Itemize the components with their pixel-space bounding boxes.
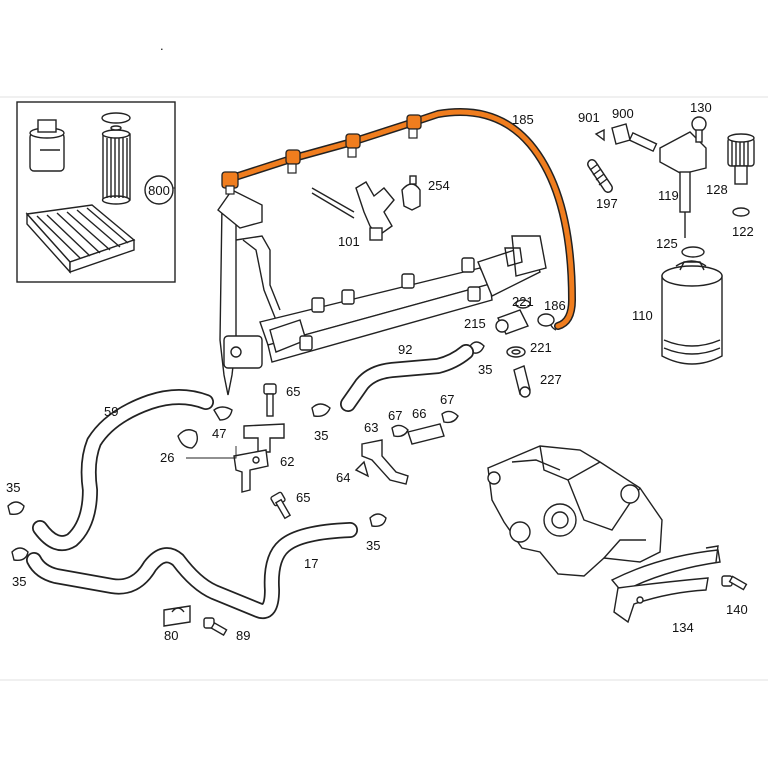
callout-128[interactable]: 128 (706, 182, 728, 197)
clamp-35-middle[interactable] (311, 403, 331, 418)
callout-215[interactable]: 215 (464, 316, 486, 331)
callout-221-lower[interactable]: 221 (530, 340, 552, 355)
callout-110[interactable]: 110 (632, 308, 653, 323)
inset-filter-element (101, 112, 131, 205)
callout-64[interactable]: 64 (336, 470, 350, 485)
clamp-35-bottom-mid[interactable] (369, 513, 387, 528)
fuel-return-line-185[interactable] (221, 108, 576, 331)
callout-26[interactable]: 26 (160, 450, 174, 465)
callout-89[interactable]: 89 (236, 628, 250, 643)
callout-17[interactable]: 17 (304, 556, 318, 571)
hose-59[interactable] (32, 389, 214, 551)
clip-64[interactable] (354, 460, 370, 478)
callout-185[interactable]: 185 (512, 112, 534, 127)
inset-fuel-filter-small (29, 119, 65, 172)
seal-ring-125[interactable] (681, 246, 705, 258)
washer-221-lower[interactable] (506, 346, 526, 358)
cap-128[interactable] (727, 133, 755, 185)
bolt-89[interactable] (203, 617, 228, 637)
callout-62[interactable]: 62 (280, 454, 294, 469)
bracket-62[interactable] (233, 449, 269, 493)
group-label-circle (144, 175, 174, 205)
holder-80[interactable] (163, 605, 191, 627)
sensor-assembly-119[interactable] (628, 131, 707, 238)
bracket-63[interactable] (361, 439, 409, 485)
callout-63[interactable]: 63 (364, 420, 378, 435)
clamp-47-small[interactable] (213, 406, 233, 421)
filter-kit-inset[interactable]: 800 (16, 101, 176, 283)
hose-197[interactable] (587, 159, 613, 193)
injector[interactable] (217, 189, 281, 396)
t-piece-47[interactable] (243, 423, 285, 453)
callout-labels: 185 901 900 130 254 197 119 128 101 125 … (6, 100, 754, 643)
callout-35-a[interactable]: 35 (478, 362, 492, 377)
callout-80[interactable]: 80 (164, 628, 178, 643)
line-holder-101[interactable] (311, 181, 395, 241)
engine-housing[interactable] (487, 445, 663, 577)
callout-227[interactable]: 227 (540, 372, 562, 387)
callout-125[interactable]: 125 (656, 236, 678, 251)
strap-134[interactable] (610, 545, 721, 624)
hose-66[interactable] (407, 423, 445, 445)
connector-900[interactable] (611, 123, 631, 145)
callout-35-d[interactable]: 35 (366, 538, 380, 553)
bolt-140[interactable] (721, 575, 748, 591)
callout-900[interactable]: 900 (612, 106, 634, 121)
callout-92[interactable]: 92 (398, 342, 412, 357)
clip-254[interactable] (401, 175, 421, 211)
washer-221-upper[interactable] (515, 299, 531, 309)
callout-101[interactable]: 101 (338, 234, 360, 249)
callout-221-upper[interactable]: 221 (512, 294, 534, 309)
callout-254[interactable]: 254 (428, 178, 450, 193)
callout-65-lower[interactable]: 65 (296, 490, 310, 505)
hose-92[interactable] (340, 344, 474, 412)
callout-197[interactable]: 197 (596, 196, 618, 211)
callout-140[interactable]: 140 (726, 602, 748, 617)
clamp-26[interactable] (177, 429, 199, 449)
clamp-35-left-lower[interactable] (11, 547, 29, 562)
rail-outlets (299, 257, 481, 351)
clamp-35-left-upper[interactable] (7, 501, 25, 516)
callout-65-upper[interactable]: 65 (286, 384, 300, 399)
return-line-connectors (221, 114, 557, 331)
callout-134[interactable]: 134 (672, 620, 694, 635)
callout-66[interactable]: 66 (412, 406, 426, 421)
hose-17[interactable] (26, 522, 358, 619)
callout-130[interactable]: 130 (690, 100, 712, 115)
callout-35-c[interactable]: 35 (6, 480, 20, 495)
seal-901[interactable] (594, 128, 605, 142)
clamp-67-right[interactable] (441, 410, 459, 424)
callout-59[interactable]: 59 (104, 404, 118, 419)
screw-130[interactable] (691, 116, 707, 143)
callout-67-right[interactable]: 67 (440, 392, 454, 407)
callout-122[interactable]: 122 (732, 224, 754, 239)
group-label-800: 800 (148, 183, 170, 198)
leader-26-47 (186, 446, 237, 459)
inset-air-filter (25, 204, 136, 274)
clamp-67-left[interactable] (391, 424, 409, 438)
banjo-bolt-215[interactable] (495, 309, 529, 335)
top-mark: . (160, 38, 164, 53)
callout-901[interactable]: 901 (578, 110, 600, 125)
callout-47[interactable]: 47 (212, 426, 226, 441)
seal-ring-122[interactable] (732, 207, 750, 217)
callout-119[interactable]: 119 (658, 188, 679, 203)
callout-35-b[interactable]: 35 (314, 428, 328, 443)
fuel-filter-110[interactable] (661, 260, 723, 365)
bolt-65-lower[interactable] (270, 491, 292, 520)
fuel-rail[interactable] (259, 235, 547, 363)
fitting-227[interactable] (513, 365, 531, 398)
callout-186[interactable]: 186 (544, 298, 566, 313)
bolt-65-upper[interactable] (263, 383, 277, 417)
hose-clamp-186[interactable] (537, 313, 555, 327)
callout-67-left[interactable]: 67 (388, 408, 402, 423)
callout-35-e[interactable]: 35 (12, 574, 26, 589)
